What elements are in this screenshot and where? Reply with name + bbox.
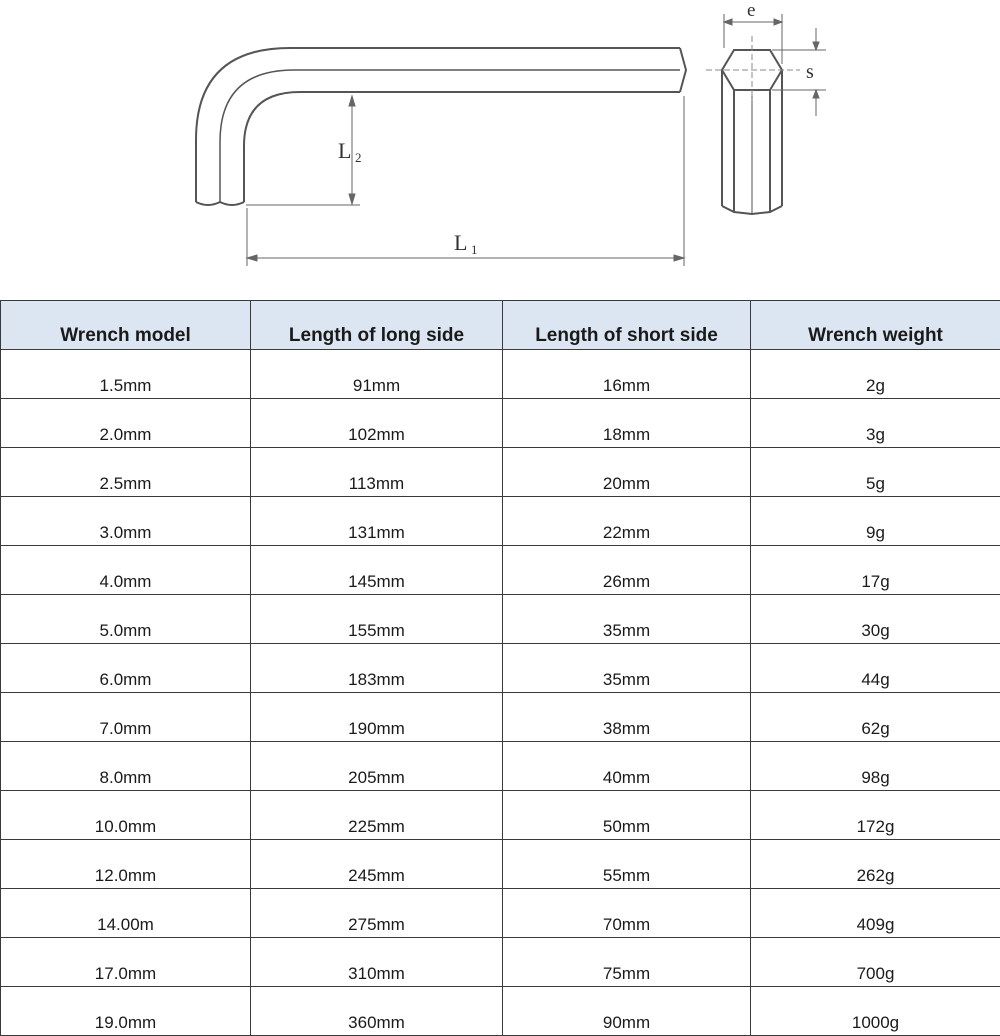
cell-weight: 5g bbox=[751, 448, 1000, 497]
header-wrench-weight: Wrench weight bbox=[751, 301, 1000, 350]
cell-long-side: 145mm bbox=[251, 546, 503, 595]
cell-short-side: 55mm bbox=[503, 840, 751, 889]
cell-model: 4.0mm bbox=[1, 546, 251, 595]
wrench-diagram: L 2 L 1 bbox=[0, 0, 1000, 300]
cell-model: 5.0mm bbox=[1, 595, 251, 644]
cell-model: 19.0mm bbox=[1, 987, 251, 1036]
cell-model: 14.00m bbox=[1, 889, 251, 938]
cell-weight: 2g bbox=[751, 350, 1000, 399]
cell-long-side: 102mm bbox=[251, 399, 503, 448]
cell-long-side: 183mm bbox=[251, 644, 503, 693]
cell-long-side: 155mm bbox=[251, 595, 503, 644]
l2-subscript: 2 bbox=[355, 150, 362, 165]
cell-weight: 62g bbox=[751, 693, 1000, 742]
cell-weight: 17g bbox=[751, 546, 1000, 595]
cell-weight: 30g bbox=[751, 595, 1000, 644]
cell-long-side: 205mm bbox=[251, 742, 503, 791]
cell-weight: 409g bbox=[751, 889, 1000, 938]
cell-short-side: 40mm bbox=[503, 742, 751, 791]
cell-weight: 700g bbox=[751, 938, 1000, 987]
wrench-drawing: L 2 L 1 bbox=[0, 0, 1000, 300]
e-label: e bbox=[747, 0, 755, 21]
cell-long-side: 113mm bbox=[251, 448, 503, 497]
table-header-row: Wrench model Length of long side Length … bbox=[1, 301, 1000, 350]
l1-subscript: 1 bbox=[471, 242, 478, 257]
l1-label: L bbox=[454, 230, 467, 255]
wrench-spec-table: Wrench model Length of long side Length … bbox=[0, 300, 1000, 1036]
cell-weight: 9g bbox=[751, 497, 1000, 546]
cell-weight: 44g bbox=[751, 644, 1000, 693]
cell-short-side: 50mm bbox=[503, 791, 751, 840]
cell-long-side: 245mm bbox=[251, 840, 503, 889]
hex-key-side-view bbox=[196, 48, 686, 205]
cell-short-side: 90mm bbox=[503, 987, 751, 1036]
cell-model: 6.0mm bbox=[1, 644, 251, 693]
cell-long-side: 190mm bbox=[251, 693, 503, 742]
cell-long-side: 360mm bbox=[251, 987, 503, 1036]
cell-model: 12.0mm bbox=[1, 840, 251, 889]
cell-model: 8.0mm bbox=[1, 742, 251, 791]
cell-short-side: 38mm bbox=[503, 693, 751, 742]
cell-short-side: 18mm bbox=[503, 399, 751, 448]
cell-short-side: 26mm bbox=[503, 546, 751, 595]
cell-short-side: 75mm bbox=[503, 938, 751, 987]
cell-weight: 98g bbox=[751, 742, 1000, 791]
cell-model: 10.0mm bbox=[1, 791, 251, 840]
cell-long-side: 131mm bbox=[251, 497, 503, 546]
header-wrench-model: Wrench model bbox=[1, 301, 251, 350]
cell-long-side: 275mm bbox=[251, 889, 503, 938]
cell-weight: 3g bbox=[751, 399, 1000, 448]
cell-model: 7.0mm bbox=[1, 693, 251, 742]
cell-model: 3.0mm bbox=[1, 497, 251, 546]
cell-short-side: 35mm bbox=[503, 644, 751, 693]
cell-weight: 1000g bbox=[751, 987, 1000, 1036]
cell-model: 1.5mm bbox=[1, 350, 251, 399]
cell-long-side: 91mm bbox=[251, 350, 503, 399]
cell-short-side: 35mm bbox=[503, 595, 751, 644]
cell-short-side: 16mm bbox=[503, 350, 751, 399]
cell-short-side: 70mm bbox=[503, 889, 751, 938]
cell-model: 17.0mm bbox=[1, 938, 251, 987]
cell-long-side: 310mm bbox=[251, 938, 503, 987]
cell-short-side: 22mm bbox=[503, 497, 751, 546]
cell-long-side: 225mm bbox=[251, 791, 503, 840]
cell-weight: 262g bbox=[751, 840, 1000, 889]
header-long-side: Length of long side bbox=[251, 301, 503, 350]
cell-model: 2.5mm bbox=[1, 448, 251, 497]
s-label: s bbox=[806, 61, 814, 83]
cell-weight: 172g bbox=[751, 791, 1000, 840]
header-short-side: Length of short side bbox=[503, 301, 751, 350]
cell-model: 2.0mm bbox=[1, 399, 251, 448]
l2-label: L bbox=[338, 138, 351, 163]
cell-short-side: 20mm bbox=[503, 448, 751, 497]
